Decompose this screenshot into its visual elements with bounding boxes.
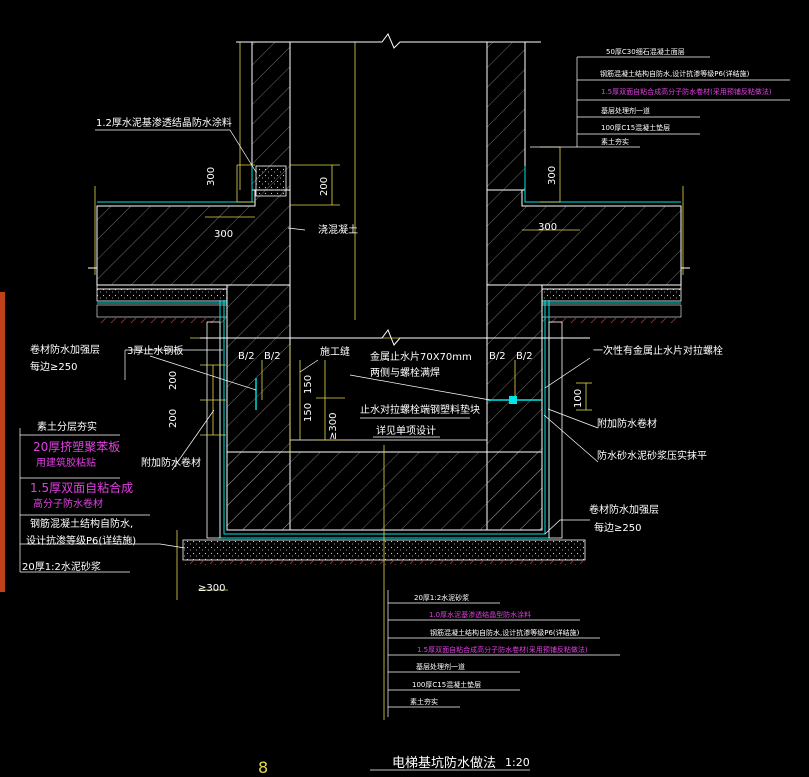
legend-bottom-4: 1.5厚双面自粘合成高分子防水卷材(采用预铺反粘做法) (417, 646, 588, 654)
legend-top-3: 1.5厚双面自粘合成高分子防水卷材(采用预铺反粘做法) (601, 88, 772, 96)
legend-left-3: 用建筑胶粘贴 (36, 458, 96, 469)
dim-300-bottom: ≥300 (198, 583, 226, 594)
legend-top-1: 50厚C30细石混凝土面层 (606, 48, 685, 56)
dim-150-b: 150 (303, 402, 314, 422)
legend-bottom-7: 素土夯实 (410, 698, 438, 706)
dim-100-right: 100 (573, 388, 584, 408)
label-coating: 1.2厚水泥基渗透结晶防水涂料 (96, 118, 232, 129)
legend-left-1: 素土分层夯实 (37, 422, 97, 433)
label-mortar-fill: 防水砂水泥砂浆压实抹平 (597, 451, 707, 462)
dim-300-horiz-right: 300 (538, 222, 558, 233)
legend-bottom-5: 基层处理剂一道 (416, 663, 465, 671)
pour-concrete-block (255, 165, 287, 197)
legend-left-8: 20厚1:2水泥砂浆 (22, 562, 101, 573)
label-b2-b: B/2 (264, 351, 281, 362)
left-insulation (206, 321, 221, 539)
label-extra-membrane-left: 附加防水卷材 (141, 458, 201, 469)
legend-left-2: 20厚挤塑聚苯板 (33, 440, 121, 454)
legend-top-6: 素土夯实 (601, 138, 629, 146)
legend-bottom-1: 20厚1:2水泥砂浆 (414, 594, 470, 602)
label-extra-membrane-right: 附加防水卷材 (597, 419, 657, 430)
top-membrane-lines (97, 166, 681, 203)
label-metal-waterstop-1: 金属止水片70X70mm (370, 352, 472, 363)
legend-top-2: 钢筋混凝土结构自防水,设计抗渗等级P6(详结施) (600, 70, 750, 78)
legend-left-7: 设计抗渗等级P6(详结施) (26, 536, 137, 547)
label-construction-joint: 施工缝 (320, 347, 350, 358)
label-b2-c: B/2 (489, 351, 506, 362)
dim-300-top-left: 300 (206, 166, 217, 186)
break-symbols (88, 33, 690, 346)
leader-lines (19, 56, 790, 771)
legend-left-6: 钢筋混凝土结构自防水, (30, 519, 134, 530)
slab-left (96, 189, 291, 286)
dim-150-a: 150 (303, 374, 314, 394)
dim-300-pit: ≥300 (328, 412, 339, 440)
legend-bottom-2: 1.0厚水泥基渗透结晶型防水涂料 (429, 611, 532, 619)
legend-bottom-6: 100厚C15混凝土垫层 (412, 681, 482, 689)
upper-right-wall (486, 41, 526, 191)
left-floor-layers (96, 284, 228, 323)
pit-floor-slab (226, 439, 543, 531)
right-insulation (548, 321, 563, 539)
dim-200-left-b: 200 (168, 408, 179, 428)
sidebar-edge-marker (0, 292, 5, 592)
legend-left-5: 高分子防水卷材 (33, 499, 103, 510)
slab-right (486, 189, 682, 286)
label-metal-waterstop-2: 两侧与螺栓满焊 (370, 368, 440, 379)
legend-bottom-3: 钢筋混凝土结构自防水,设计抗渗等级P6(详结施) (430, 629, 580, 637)
legend-left-4: 1.5厚双面自粘合成 (30, 481, 134, 495)
sheet-number: 8 (258, 758, 269, 777)
label-pour-concrete: 浇混凝土 (318, 225, 358, 236)
label-reinforce-bottom-1: 卷材防水加强层 (589, 505, 659, 516)
label-reinforce-bottom-2: 每边≥250 (594, 523, 642, 534)
label-steel-plate: 3厚止水钢板 (127, 346, 184, 357)
dim-300-horiz-left: 300 (214, 229, 234, 240)
legend-top-4: 基层处理剂一道 (601, 107, 650, 115)
drawing-title: 电梯基坑防水做法 (392, 756, 497, 771)
right-floor-layers (541, 284, 682, 323)
label-one-time-bolt: 一次性有金属止水片对拉螺栓 (593, 346, 723, 357)
label-b2-d: B/2 (516, 351, 533, 362)
waterstop-plate (509, 396, 517, 404)
label-reinforce-2: 每边≥250 (30, 362, 78, 373)
label-reinforce-1: 卷材防水加强层 (30, 345, 100, 356)
drawing-scale: 1:20 (505, 756, 530, 769)
label-see-project: 详见单项设计 (376, 426, 436, 437)
label-b2-a: B/2 (238, 351, 255, 362)
dim-300-right-vert: 300 (547, 165, 558, 185)
dim-200-top: 200 (319, 176, 330, 196)
legend-top-5: 100厚C15混凝土垫层 (601, 124, 671, 132)
dim-200-left-a: 200 (168, 370, 179, 390)
yellow-guides (94, 42, 684, 720)
label-bolt-pad: 止水对拉螺栓端钢塑料垫块 (360, 405, 480, 416)
